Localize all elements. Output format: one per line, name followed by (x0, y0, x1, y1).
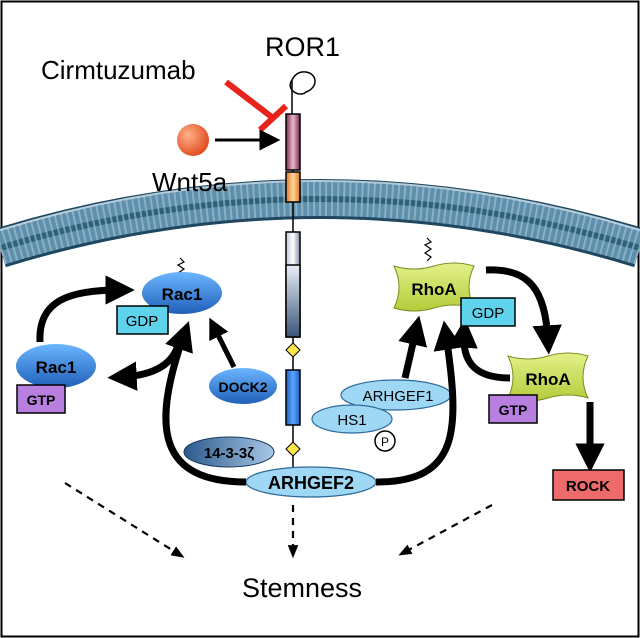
stemness-label: Stemness (242, 573, 362, 603)
gdp-left-label: GDP (126, 313, 159, 330)
cell-membrane (0, 179, 640, 268)
ror1-receptor (285, 71, 316, 470)
cirmtuzumab-label: Cirmtuzumab (41, 55, 196, 85)
gtp-left-label: GTP (27, 392, 56, 408)
gdp-right-label: GDP (472, 305, 505, 322)
dock2-label: DOCK2 (218, 379, 267, 395)
hs1-node (311, 404, 393, 434)
rac1-bottom-label: Rac1 (36, 358, 77, 377)
rock-box (552, 469, 625, 501)
dock2-to-rac1-arrow (209, 317, 237, 369)
phospho-label: P (381, 435, 389, 449)
phospho-site (374, 430, 396, 452)
gtp-box-right (488, 394, 538, 424)
rhoa-lipid-anchor (423, 237, 433, 262)
rac1-gtp-to-gdp-arrow (36, 275, 135, 343)
kinase-domain (285, 369, 301, 426)
diamond-motif-1 (285, 342, 301, 358)
gtp-box-left (16, 384, 66, 414)
rhoa-gtp-to-gdp-arrow (448, 318, 511, 382)
diamond-motif-2 (285, 441, 301, 457)
arhgef1-to-rhoa-arrow (398, 315, 428, 379)
rac1-top-label: Rac1 (162, 285, 203, 304)
wnt5a-ligand (177, 124, 209, 156)
gdp-box-right (460, 297, 516, 327)
arhgef2-label: ARHGEF2 (268, 473, 354, 493)
rac1-gdp-node (142, 272, 222, 314)
rock-label: ROCK (566, 478, 610, 495)
gtp-right-label: GTP (499, 402, 528, 418)
14-3-3-zeta-label: 14-3-3ζ (204, 445, 254, 462)
arhgef2-to-rac1-arrow (162, 321, 247, 486)
ror1-label: ROR1 (265, 32, 340, 62)
wnt5a-label: Wnt5a (152, 167, 228, 197)
14-3-3-zeta-node (183, 436, 275, 468)
rhoa-top-label: RhoA (411, 280, 456, 299)
right-to-stemness-arrow (398, 504, 493, 556)
rhoa-gdp-to-gtp-arrow (485, 266, 562, 355)
hs1-label: HS1 (337, 412, 366, 429)
cirmtuzumab-inhibitor (224, 79, 289, 133)
rhoa-bottom-label: RhoA (525, 370, 570, 389)
left-to-stemness-arrow (64, 482, 185, 558)
frizzled-domain (285, 113, 301, 171)
arhgef1-label: ARHGEF1 (363, 388, 434, 405)
rac1-gtp-node (16, 344, 96, 388)
gdp-box-left (116, 305, 169, 335)
kringle-domain (285, 171, 301, 203)
arhgef2-to-rhoa-arrow (375, 320, 463, 486)
dock2-node (209, 368, 277, 404)
